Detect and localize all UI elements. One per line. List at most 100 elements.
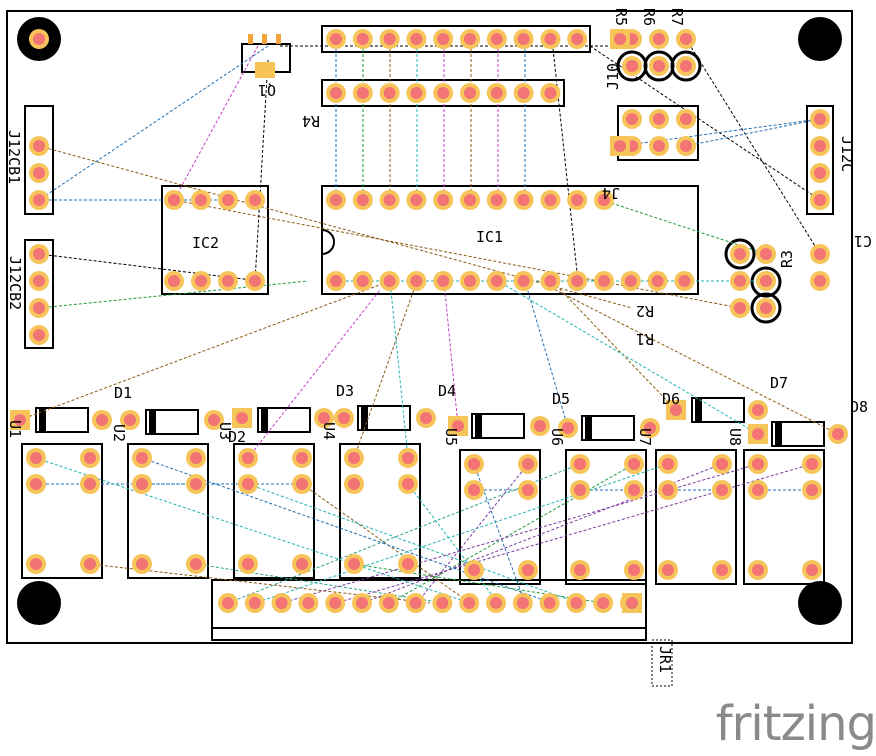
- pad: [80, 448, 100, 468]
- pad: [186, 448, 206, 468]
- pad: [624, 480, 644, 500]
- pad: [344, 554, 364, 574]
- pad: [828, 424, 848, 444]
- pad: [570, 560, 590, 580]
- ratsnest-line: [141, 457, 553, 604]
- pad: [756, 244, 776, 264]
- pad: [676, 29, 696, 49]
- ratsnest-line: [685, 38, 821, 255]
- pad: [326, 29, 346, 49]
- label-u4: U4: [320, 422, 338, 440]
- pad: [204, 410, 224, 430]
- pad: [432, 593, 453, 613]
- pad: [620, 271, 641, 291]
- pad: [810, 136, 830, 156]
- q1-pins: [248, 34, 281, 78]
- pad: [292, 448, 312, 468]
- pad: [624, 454, 644, 474]
- pad: [658, 454, 678, 474]
- pad: [810, 271, 830, 291]
- pad: [344, 448, 364, 468]
- label-r2: R2: [636, 302, 654, 320]
- pad: [379, 83, 400, 103]
- square-pad-center: [614, 140, 626, 152]
- pad: [647, 271, 668, 291]
- label-q1: Q1: [258, 81, 276, 99]
- pad: [80, 474, 100, 494]
- pad: [712, 454, 732, 474]
- pad: [486, 83, 507, 103]
- ratsnest-line: [353, 280, 418, 459]
- pad: [810, 109, 830, 129]
- label-r4: R4: [302, 112, 320, 130]
- pad: [674, 271, 695, 291]
- pad: [92, 410, 112, 430]
- pad: [748, 454, 768, 474]
- ratsnest-line: [601, 199, 767, 255]
- ratsnest-line: [353, 563, 605, 604]
- ratsnest-line: [619, 118, 821, 147]
- ratsnest-line: [443, 280, 459, 427]
- label-d3: D3: [336, 382, 354, 400]
- pad: [486, 271, 507, 291]
- jr1-label-box: [651, 639, 673, 687]
- pad: [486, 190, 507, 210]
- label-jr1: JR1: [656, 646, 674, 673]
- label-d1: D1: [114, 384, 132, 402]
- pad: [530, 416, 550, 436]
- label-ic1: IC1: [476, 228, 503, 246]
- pad: [326, 271, 346, 291]
- label-d2: D2: [228, 428, 246, 446]
- pad: [567, 271, 588, 291]
- ratsnest-line: [19, 280, 391, 421]
- pad: [540, 271, 561, 291]
- pad: [649, 56, 669, 76]
- pad: [326, 190, 346, 210]
- ratsnest-line: [551, 38, 579, 282]
- pad: [676, 109, 696, 129]
- pad: [292, 474, 312, 494]
- ratsnest-line: [685, 118, 821, 147]
- label-j12cb1: J12CB1: [5, 130, 23, 184]
- pad: [29, 163, 49, 183]
- pad: [540, 190, 561, 210]
- pad: [712, 560, 732, 580]
- pad: [460, 271, 480, 291]
- mount-hole-bl: [17, 581, 61, 625]
- label-u8: U8: [726, 428, 744, 446]
- ratsnest-line: [551, 280, 677, 411]
- ratsnest-line: [301, 483, 471, 604]
- pad: [352, 271, 373, 291]
- square-pad-center: [452, 420, 464, 432]
- label-j4: J4: [602, 184, 620, 202]
- pad: [756, 298, 776, 318]
- square-pad-center: [236, 412, 248, 424]
- ratsnest-line: [389, 280, 409, 459]
- pad: [245, 271, 265, 291]
- ratsnest-line: [173, 199, 741, 309]
- ratsnest-line: [254, 463, 669, 604]
- component-outlines: [21, 25, 834, 641]
- pad: [29, 271, 49, 291]
- pad: [513, 271, 534, 291]
- pad: [676, 56, 696, 76]
- pad: [594, 271, 614, 291]
- ratsnest-line: [195, 563, 445, 604]
- pad: [244, 593, 265, 613]
- pad: [406, 83, 427, 103]
- label-r1: R1: [636, 330, 654, 348]
- ratsnest-line: [247, 483, 579, 604]
- label-u3: U3: [216, 422, 234, 440]
- pad: [567, 190, 588, 210]
- ratsnest-line: [35, 457, 471, 604]
- pad: [558, 418, 578, 438]
- round-parts: [616, 50, 782, 324]
- pad: [29, 29, 49, 49]
- pad: [352, 29, 373, 49]
- label-r7: R7: [668, 8, 686, 26]
- board-outline: [6, 10, 853, 644]
- mount-hole-tr: [798, 17, 842, 61]
- mount-hole-br: [798, 581, 842, 625]
- pad: [460, 83, 480, 103]
- pad: [730, 298, 750, 318]
